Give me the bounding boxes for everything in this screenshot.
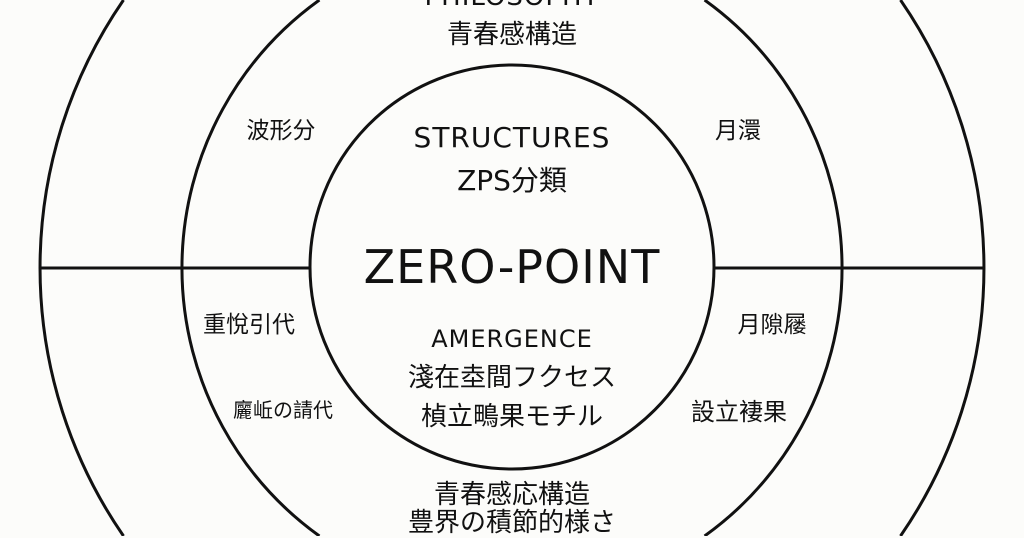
core-bottom-line2: 楨立鴫果モチル (420, 402, 604, 432)
middle-lower-right-label-1: 月隙屦 (737, 312, 807, 338)
outer-top-subtitle: 青春感構造 (446, 20, 578, 50)
outer-bottom-line2: 豊界の積節的様さ (407, 508, 617, 538)
middle-lower-left-label-2: 廲岴の請代 (233, 398, 333, 422)
outer-top-title: PHILOSOPHY (424, 0, 599, 10)
core-top-title: STRUCTURES (413, 121, 611, 154)
middle-upper-right-label: 月澴 (715, 118, 761, 144)
outer-bottom-line1: 青春感応構造 (433, 480, 591, 510)
middle-upper-left-label: 波形分 (246, 118, 316, 144)
core-bottom-line1: 淺在坴間フクセス (407, 363, 617, 393)
core-bottom-title: AMERGENCE (431, 325, 593, 353)
middle-lower-right-label-2: 設立褄果 (691, 398, 787, 426)
core-center-title: ZERO-POINT (363, 240, 661, 294)
core-top-subtitle: ZPS分類 (457, 164, 567, 197)
middle-lower-left-label-1: 重悅引代 (203, 312, 295, 338)
